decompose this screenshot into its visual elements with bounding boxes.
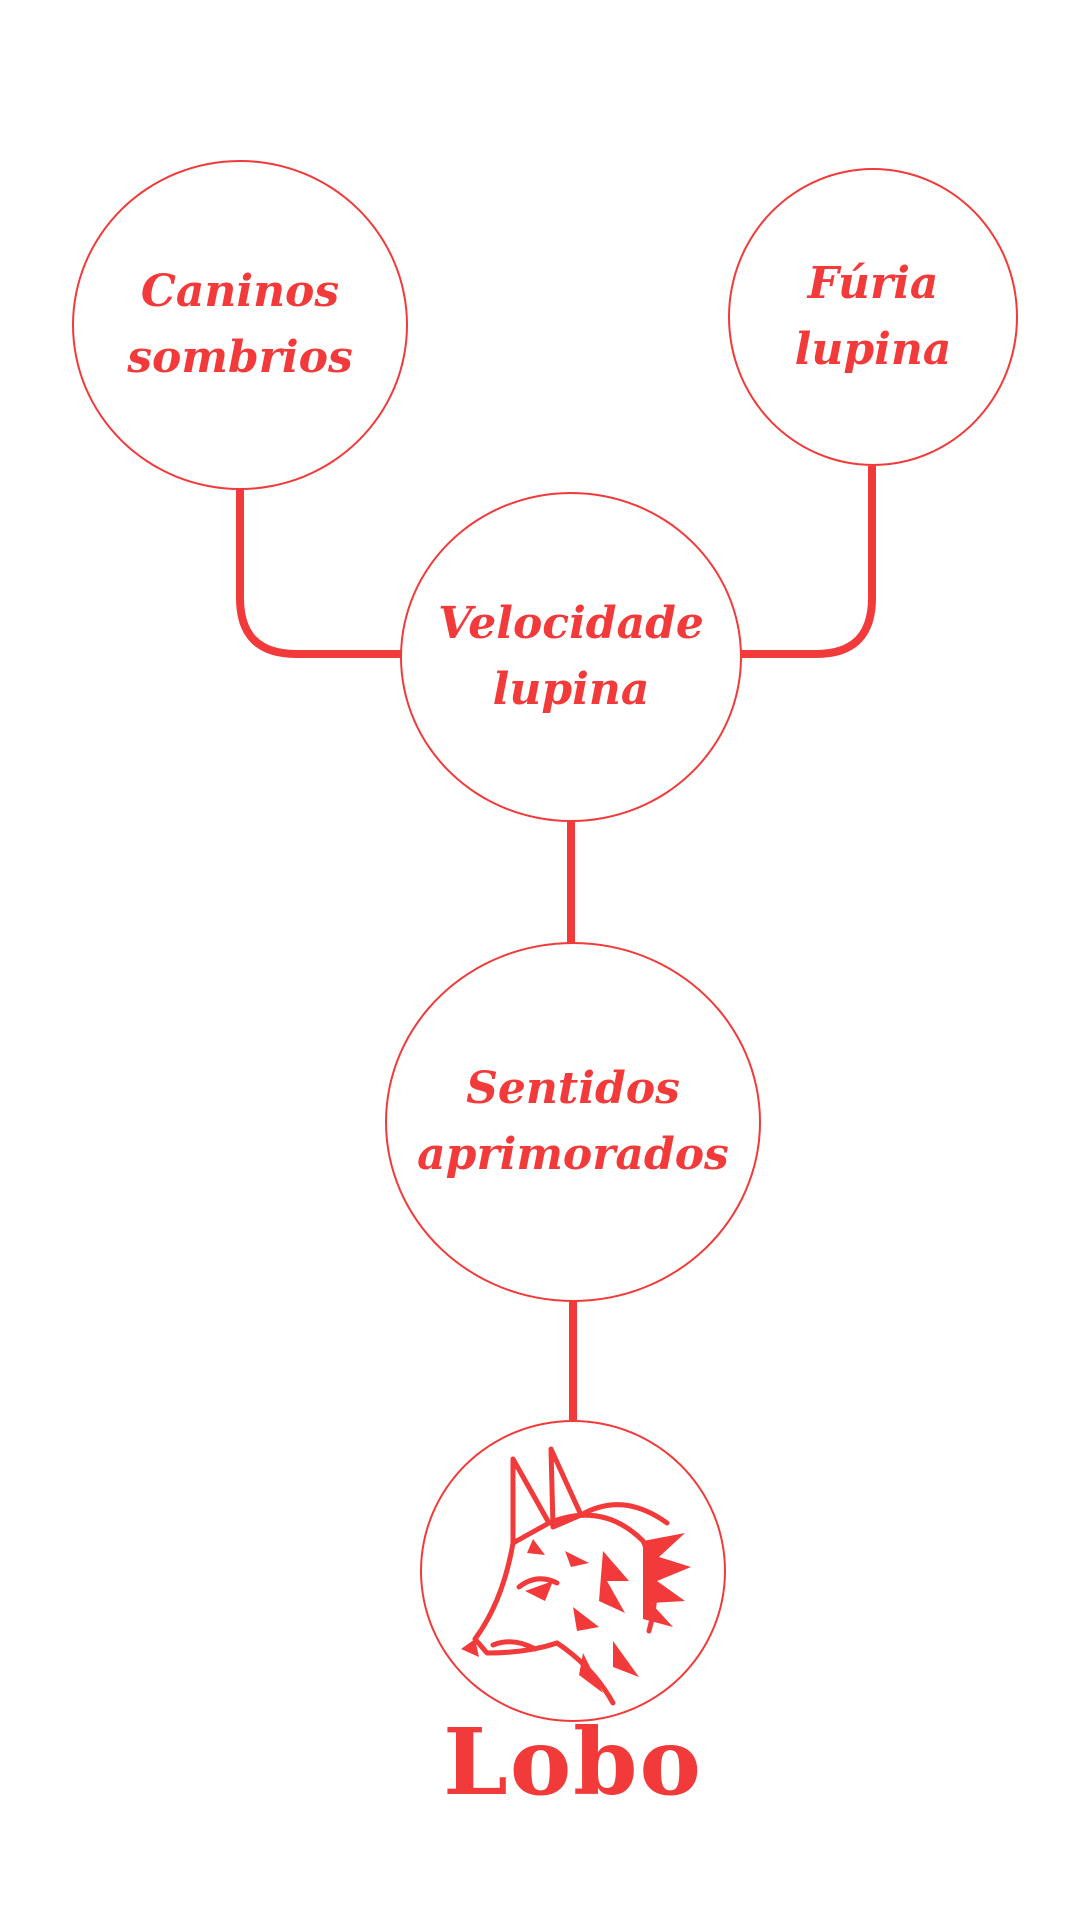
lobo-title: Lobo xyxy=(443,1708,703,1816)
skill-label-line: lupina xyxy=(794,324,952,375)
skill-node-furia-lupina[interactable]: Fúria lupina xyxy=(728,168,1018,466)
skill-label-line: Caninos xyxy=(140,266,340,317)
wolf-head-icon xyxy=(461,1446,691,1706)
skill-label-velocidade-lupina: Velocidade lupina xyxy=(438,591,704,723)
skill-label-line: Fúria xyxy=(807,258,939,309)
skill-node-caninos-sombrios[interactable]: Caninos sombrios xyxy=(72,160,408,490)
skill-label-line: Velocidade xyxy=(438,598,704,649)
skill-label-line: lupina xyxy=(492,664,650,715)
skill-label-sentidos-aprimorados: Sentidos aprimorados xyxy=(417,1056,729,1188)
skill-label-line: sombrios xyxy=(127,332,353,383)
skill-label-caninos-sombrios: Caninos sombrios xyxy=(127,259,352,391)
skill-label-line: aprimorados xyxy=(417,1129,729,1180)
connector-furia-velocidade xyxy=(740,466,876,658)
skill-label-line: Sentidos xyxy=(466,1063,680,1114)
skill-node-velocidade-lupina[interactable]: Velocidade lupina xyxy=(400,492,742,822)
skill-node-lobo[interactable] xyxy=(420,1420,726,1722)
connector-caninos-velocidade xyxy=(236,488,402,658)
skill-label-furia-lupina: Fúria lupina xyxy=(795,251,952,383)
skill-node-sentidos-aprimorados[interactable]: Sentidos aprimorados xyxy=(385,942,761,1302)
